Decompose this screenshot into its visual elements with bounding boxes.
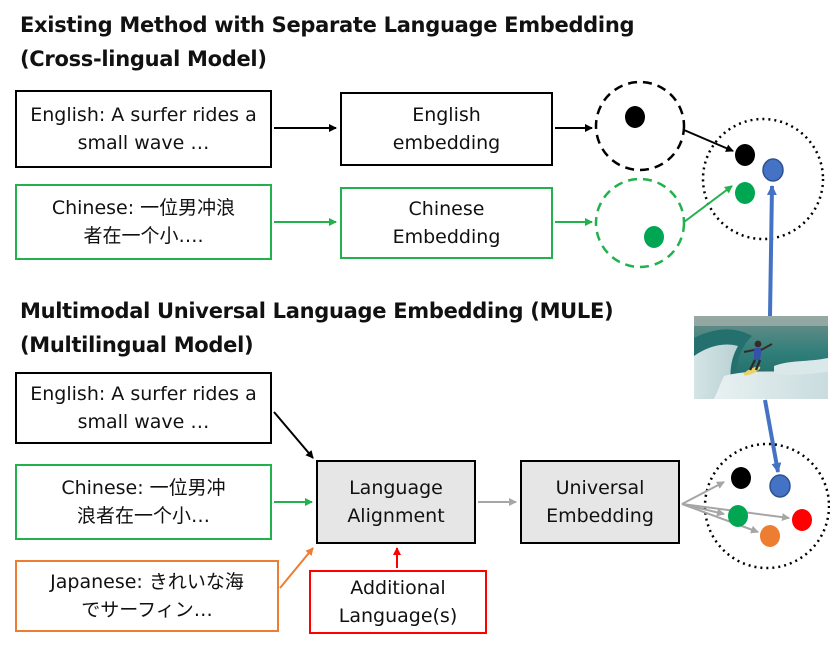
japanese-input-box: Japanese: きれいな海 でサーフィン… — [15, 560, 279, 632]
arrow-image-to-universal-space — [763, 399, 782, 473]
bottom-english-input-line2: small wave … — [77, 411, 210, 433]
surfer-image-drawing — [694, 316, 828, 399]
english-embedding-line1: English — [412, 104, 481, 126]
universal-embedding-line2: Embedding — [546, 505, 654, 527]
english-embedding-box: English embedding — [340, 92, 553, 166]
chinese-point — [644, 226, 664, 248]
universal-image-point — [769, 474, 791, 498]
arrow-image-to-aligned-space — [766, 185, 777, 317]
bottom-section-title: Multimodal Universal Language Embedding … — [20, 299, 614, 323]
universal-additional-point — [792, 509, 812, 531]
aligned-chinese-point — [735, 182, 755, 204]
top-section-title: Existing Method with Separate Language E… — [20, 13, 635, 37]
bottom-english-input-line1: English: A surfer rides a — [30, 383, 257, 405]
arrow-bottom-english-to-alignment — [273, 411, 314, 459]
universal-english-point — [731, 467, 751, 489]
chinese-embedding-line1: Chinese — [408, 198, 485, 220]
universal-embedding-space — [703, 442, 830, 570]
top-chinese-input-line1: Chinese: 一位男冲浪 — [51, 197, 236, 219]
top-chinese-input-box: Chinese: 一位男冲浪 者在一个小…. — [15, 184, 272, 260]
arrow-universal-to-english-point — [681, 481, 725, 505]
top-chinese-input-line2: 者在一个小…. — [83, 225, 204, 247]
additional-languages-box: Additional Language(s) — [309, 570, 487, 634]
english-embedding-space — [594, 80, 686, 172]
english-point — [625, 106, 645, 128]
bottom-section-subtitle: (Multilingual Model) — [20, 333, 254, 357]
surfer-image — [694, 316, 828, 399]
top-english-input-line1: English: A surfer rides a — [30, 104, 257, 126]
additional-languages-line2: Language(s) — [338, 605, 458, 627]
arrow-japanese-to-alignment — [279, 547, 314, 589]
arrow-english-to-aligned-space — [683, 129, 734, 152]
bottom-english-input-box: English: A surfer rides a small wave … — [15, 372, 272, 444]
bottom-chinese-input-line2: 浪者在一个小… — [76, 505, 210, 527]
english-embedding-line2: embedding — [392, 132, 501, 154]
language-alignment-box: Language Alignment — [316, 460, 476, 544]
universal-japanese-point — [760, 525, 780, 547]
arrow-chinese-to-aligned-space — [683, 185, 733, 223]
top-english-input-line2: small wave … — [77, 132, 210, 154]
arrow-universal-to-japanese-point — [681, 503, 759, 534]
universal-embedding-box: Universal Embedding — [520, 460, 680, 544]
language-alignment-line1: Language — [349, 477, 443, 499]
aligned-english-point — [735, 144, 755, 166]
aligned-embedding-space — [701, 117, 825, 241]
japanese-input-line1: Japanese: きれいな海 — [50, 571, 244, 593]
chinese-embedding-box: Chinese Embedding — [340, 187, 553, 259]
chinese-embedding-space — [594, 177, 686, 269]
additional-languages-line1: Additional — [350, 577, 446, 599]
chinese-embedding-line2: Embedding — [392, 226, 501, 248]
language-alignment-line2: Alignment — [347, 505, 445, 527]
universal-chinese-point — [728, 505, 748, 527]
bottom-chinese-input-box: Chinese: 一位男冲 浪者在一个小… — [15, 464, 272, 540]
japanese-input-line2: でサーフィン… — [81, 599, 213, 621]
top-section-subtitle: (Cross-lingual Model) — [20, 47, 267, 71]
bottom-chinese-input-line1: Chinese: 一位男冲 — [61, 477, 226, 499]
top-english-input-box: English: A surfer rides a small wave … — [15, 90, 272, 168]
universal-embedding-line1: Universal — [555, 477, 645, 499]
aligned-image-point — [762, 158, 784, 182]
